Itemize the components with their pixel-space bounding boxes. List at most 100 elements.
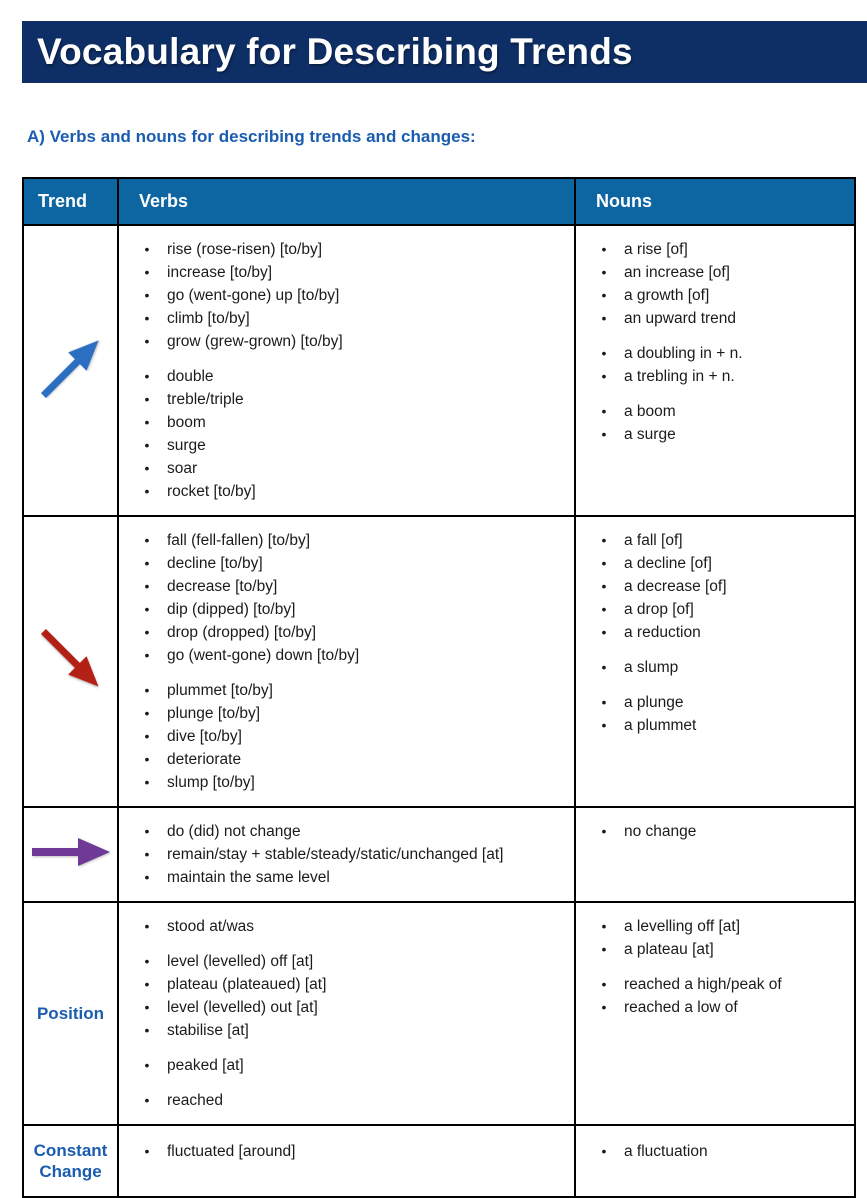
bullet-icon: • [144, 241, 150, 257]
noun-text: a trebling in + n. [624, 368, 735, 385]
verbs-cell: •fluctuated [around] [117, 1124, 576, 1198]
list-item: •deteriorate [139, 748, 566, 771]
bullet-icon: • [601, 918, 607, 934]
list-item: •a decrease [of] [596, 575, 846, 598]
bullet-group: •a boom•a surge [596, 400, 846, 446]
verb-text: soar [167, 460, 198, 477]
verb-text: treble/triple [167, 391, 244, 408]
noun-text: a plateau [at] [624, 941, 714, 958]
list-item: •a surge [596, 423, 846, 446]
list-item: •a fluctuation [596, 1140, 846, 1163]
list-item: • a levelling off [at] [596, 915, 846, 938]
nouns-cell: • a levelling off [at] • a plateau [at] • rea… [574, 901, 856, 1126]
bullet-icon: • [144, 869, 150, 885]
nouns-cell: •a fall [of] • a decline [of] •a decrease [… [574, 515, 856, 808]
bullet-icon: • [144, 310, 150, 326]
column-header-trend: Trend [22, 177, 119, 226]
bullet-icon: • [144, 414, 150, 430]
bullet-group: •fluctuated [around] [139, 1140, 566, 1163]
bullet-icon: • [601, 1143, 607, 1159]
verb-text: plunge [to/by] [167, 705, 261, 722]
bullet-group: •level (levelled) off [at]•plateau (plat… [139, 950, 566, 1042]
bullet-icon: • [144, 601, 150, 617]
verb-text: level (levelled) out [at] [167, 999, 318, 1016]
right-arrow-icon [30, 835, 112, 869]
noun-text: a levelling off [at] [624, 918, 741, 935]
list-item: •climb [to/by] [139, 307, 566, 330]
bullet-icon: • [601, 368, 607, 384]
verb-text: drop (dropped) [to/by] [167, 624, 317, 641]
list-item: •a plummet [596, 714, 846, 737]
bullet-icon: • [144, 460, 150, 476]
list-item: •drop (dropped) [to/by] [139, 621, 566, 644]
trend-label: Position [36, 1004, 105, 1023]
noun-text: a rise [of] [624, 241, 688, 258]
verb-text: increase [to/by] [167, 264, 273, 281]
table-row: Position•stood at/was•level (levelled) o… [22, 901, 856, 1126]
bullet-icon: • [144, 368, 150, 384]
bullet-icon: • [601, 941, 607, 957]
verb-text: fall (fell-fallen) [to/by] [167, 532, 310, 549]
noun-text: no change [624, 823, 697, 840]
noun-text: a decline [of] [624, 555, 712, 572]
down-right-arrow-icon [29, 618, 111, 700]
bullet-group: •a fluctuation [596, 1140, 846, 1163]
verb-text: double [167, 368, 214, 385]
noun-text: reached a high/peak of [624, 976, 782, 993]
list-item: •plummet [to/by] [139, 679, 566, 702]
bullet-icon: • [144, 287, 150, 303]
list-item: •a slump [596, 656, 846, 679]
nouns-cell: •a fluctuation [574, 1124, 856, 1198]
bullet-icon: • [601, 345, 607, 361]
verb-text: plummet [to/by] [167, 682, 273, 699]
bullet-icon: • [144, 705, 150, 721]
list-item: •a drop [of] [596, 598, 846, 621]
bullet-icon: • [144, 728, 150, 744]
list-item: • reached a low of [596, 996, 846, 1019]
list-item: •no change [596, 820, 846, 843]
list-item: •treble/triple [139, 388, 566, 411]
bullet-group: • reached a high/peak of • reached a low of [596, 973, 846, 1019]
verb-text: go (went-gone) up [to/by] [167, 287, 340, 304]
noun-text: reached a low of [624, 999, 738, 1016]
bullet-group: •no change [596, 820, 846, 843]
list-item: •dive [to/by] [139, 725, 566, 748]
list-item: •stood at/was [139, 915, 566, 938]
list-item: •boom [139, 411, 566, 434]
bullet-group: •a fall [of]•a decline [of]•a decrease [… [596, 529, 846, 644]
bullet-icon: • [601, 659, 607, 675]
noun-text: a growth [of] [624, 287, 710, 304]
list-item: •a rise [of] [596, 238, 846, 261]
trend-cell [22, 224, 119, 517]
bullet-icon: • [144, 774, 150, 790]
up-right-arrow-icon [29, 327, 111, 409]
trends-table: Trend Verbs Nouns •rise (rose-risen) [to… [22, 177, 856, 1198]
verb-text: peaked [at] [167, 1057, 244, 1074]
verbs-cell: •fall (fell-fallen) [to/by]•decline [to/… [117, 515, 576, 808]
verb-text: surge [167, 437, 206, 454]
list-item: •level (levelled) off [at] [139, 950, 566, 973]
bullet-icon: • [144, 555, 150, 571]
list-item: •fluctuated [around] [139, 1140, 566, 1163]
verb-text: fluctuated [around] [167, 1143, 296, 1160]
verb-text: grow (grew-grown) [to/by] [167, 333, 343, 350]
list-item: • slump [to/by] [139, 771, 566, 794]
verb-text: plateau (plateaued) [at] [167, 976, 327, 993]
list-item: •a fall [of] [596, 529, 846, 552]
bullet-icon: • [601, 264, 607, 280]
list-item: •grow (grew-grown) [to/by] [139, 330, 566, 353]
list-item: •maintain the same level [139, 866, 566, 889]
bullet-group: •a plunge•a plummet [596, 691, 846, 737]
verb-text: slump [to/by] [167, 774, 255, 791]
bullet-icon: • [601, 999, 607, 1015]
bullet-group: •stood at/was [139, 915, 566, 938]
list-item: •remain/stay + stable/steady/static/unch… [139, 843, 566, 866]
bullet-icon: • [601, 694, 607, 710]
list-item: • a trebling in + n. [596, 365, 846, 388]
list-item: •rise (rose-risen) [to/by] [139, 238, 566, 261]
noun-text: an upward trend [624, 310, 737, 327]
bullet-group: •rise (rose-risen) [to/by]•increase [to/… [139, 238, 566, 353]
bullet-icon: • [601, 976, 607, 992]
list-item: •a boom [596, 400, 846, 423]
list-item: •level (levelled) out [at] [139, 996, 566, 1019]
